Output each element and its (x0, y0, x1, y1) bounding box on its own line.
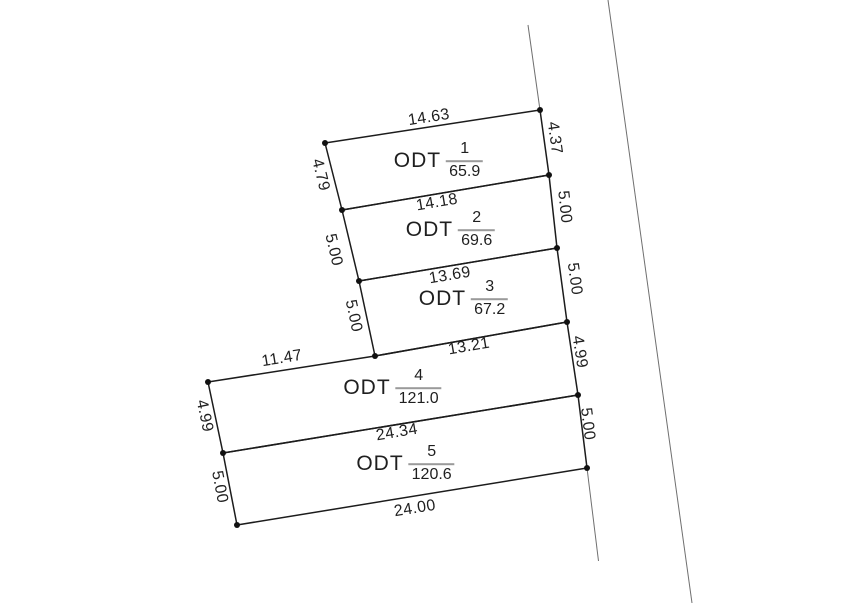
vertex-dot (537, 107, 543, 113)
vertex-dot (575, 392, 581, 398)
parcel-number: 5 (427, 443, 437, 461)
parcel-label-3: ODT 3 67.2 (418, 278, 509, 319)
fraction-bar (446, 160, 484, 162)
vertex-dot (554, 245, 560, 251)
road-line (607, 0, 693, 603)
vertex-dot (234, 522, 240, 528)
vertex-dots (205, 107, 590, 528)
fraction-bar (471, 298, 509, 300)
parcel-area: 67.2 (474, 301, 506, 318)
vertex-dot (220, 450, 226, 456)
parcel-label-5: ODT 5 120.6 (356, 443, 455, 484)
parcel-boundary-4 (207, 321, 579, 454)
parcel-zone: ODT (356, 452, 404, 475)
parcel-label-4: ODT 4 121.0 (343, 367, 442, 408)
parcel-fraction: 4 121.0 (395, 367, 442, 408)
parcel-area: 65.9 (449, 163, 481, 180)
parcel-fraction: 3 67.2 (471, 278, 509, 319)
parcel-zone: ODT (405, 218, 454, 241)
parcel-fraction: 1 65.9 (446, 140, 484, 181)
vertex-dot (322, 140, 328, 146)
fraction-bar (458, 229, 496, 231)
parcel-fraction: 5 120.6 (408, 443, 455, 484)
vertex-dot (584, 465, 590, 471)
vertex-dot (564, 319, 570, 325)
parcel-number: 3 (485, 278, 495, 296)
parcel-area: 120.6 (411, 466, 452, 483)
parcel-zone: ODT (343, 376, 391, 399)
boundary-extension-bottom (586, 467, 599, 562)
dimension-label-p5-right: 5.00 (577, 406, 598, 442)
parcel-number: 4 (414, 367, 424, 385)
vertex-dot (339, 207, 345, 213)
dimension-label-p2-right: 5.00 (554, 189, 575, 225)
vertex-dot (546, 172, 552, 178)
boundary-extension-top (527, 24, 541, 111)
vertex-dot (205, 379, 211, 385)
fraction-bar (395, 387, 442, 389)
parcel-label-2: ODT 2 69.6 (405, 209, 496, 250)
parcel-number: 2 (472, 209, 482, 227)
parcel-fraction: 2 69.6 (458, 209, 496, 250)
parcel-area: 121.0 (398, 390, 439, 407)
fraction-bar (408, 463, 455, 465)
parcel-zone: ODT (418, 287, 467, 310)
parcel-zone: ODT (393, 149, 442, 172)
vertex-dot (356, 278, 362, 284)
parcel-number: 1 (460, 140, 470, 158)
parcel-area: 69.6 (461, 232, 493, 249)
parcel-label-1: ODT 1 65.9 (393, 140, 484, 181)
vertex-dot (372, 353, 378, 359)
